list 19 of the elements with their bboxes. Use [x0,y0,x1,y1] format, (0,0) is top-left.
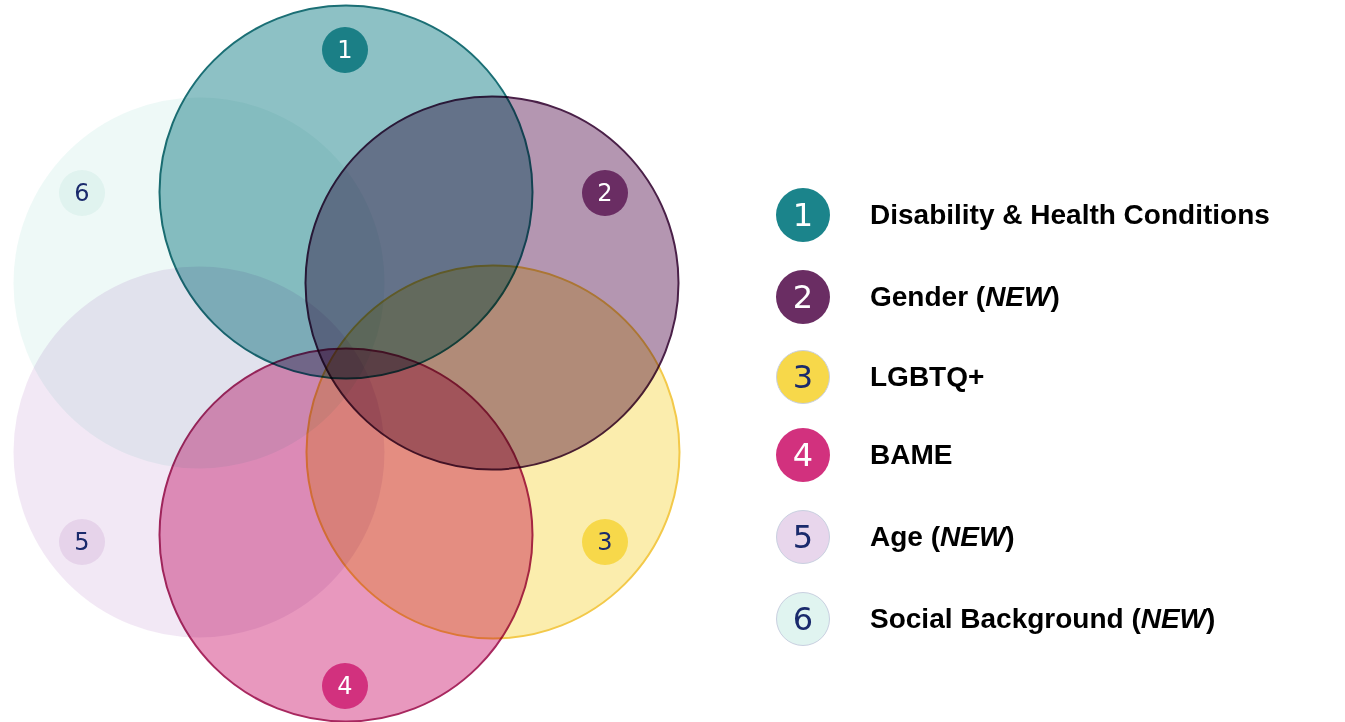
number-badge: 5 [59,519,105,565]
legend-swatch: 5 [776,510,830,564]
number-badge: 3 [582,519,628,565]
number-badge: 2 [582,170,628,216]
legend-swatch: 2 [776,270,830,324]
legend-label: LGBTQ+ [870,361,985,393]
legend-swatch: 6 [776,592,830,646]
legend-swatch: 1 [776,188,830,242]
legend-label: Disability & Health Conditions [870,199,1270,231]
number-badge: 4 [322,663,368,709]
legend-label: BAME [870,439,953,471]
legend-label: Social Background (NEW) [870,603,1216,635]
number-badge: 1 [322,27,368,73]
legend-label: Gender (NEW) [870,281,1060,313]
legend-swatch: 3 [776,350,830,404]
venn-circle [305,264,681,640]
legend-label: Age (NEW) [870,521,1015,553]
legend-swatch: 4 [776,428,830,482]
number-badge: 6 [59,170,105,216]
